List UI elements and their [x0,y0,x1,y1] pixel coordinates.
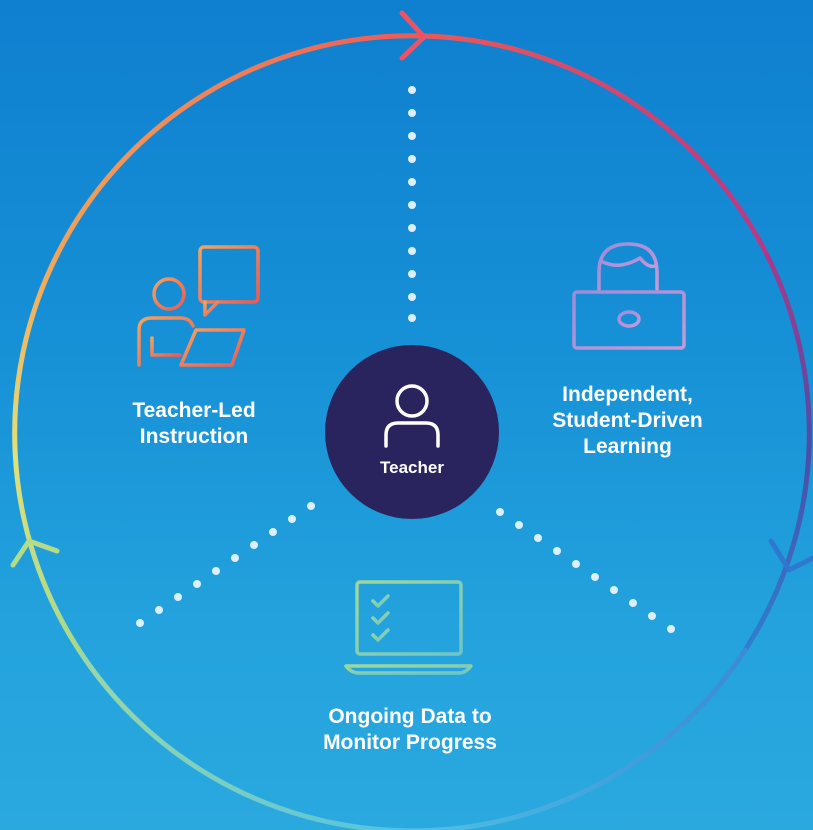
cycle-ring [12,33,812,830]
node-label-independent: Independent, Student-Driven Learning [520,382,735,460]
arrowhead-top-icon [399,10,427,61]
node-label-line: Instruction [139,425,249,448]
node-label-line: Monitor Progress [323,731,497,754]
arrowhead-left-icon [10,538,60,568]
arrowhead-right-icon [768,538,813,573]
teacher-presentation-icon [137,245,260,367]
ring-arc-left [12,252,82,653]
ring-arc-bottom [76,647,748,830]
node-label-line: Ongoing Data to [328,705,492,728]
node-label-line: Student-Driven [552,409,703,432]
node-label-line: Independent, [562,383,693,406]
laptop-checklist-icon [344,580,473,675]
student-laptop-icon [572,242,686,358]
ring-arc-top [54,33,770,258]
spoke-right [496,508,675,633]
node-label-teacher-led: Teacher-Led Instruction [94,398,294,450]
spoke-left [136,502,315,627]
center-label: Teacher [380,458,444,477]
teacher-center-node: Teacher [325,345,499,519]
person-icon [384,384,440,448]
dotted-spokes [136,86,675,633]
ring-arc-right [742,252,812,653]
node-label-ongoing-data: Ongoing Data to Monitor Progress [290,704,530,756]
spoke-top [408,86,416,322]
node-label-line: Teacher-Led [132,399,256,422]
node-label-line: Learning [583,435,672,458]
